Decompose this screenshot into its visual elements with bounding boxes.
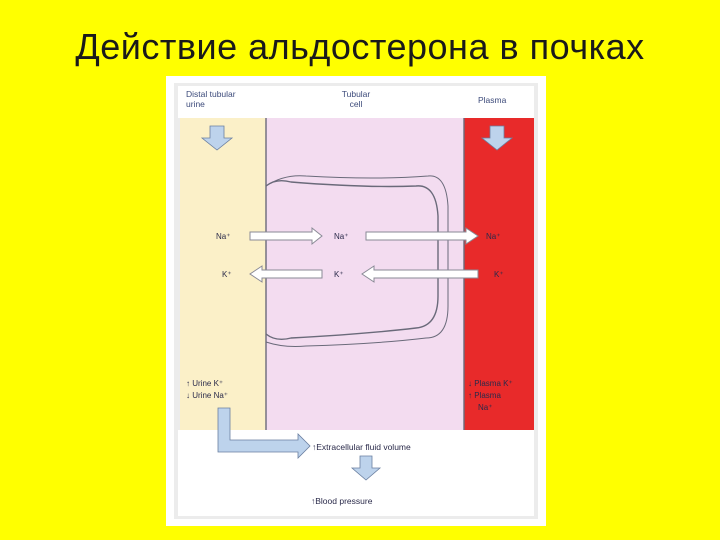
- header-urine-line2: urine: [186, 99, 205, 109]
- slide-title: Действие альдостерона в почках: [75, 26, 645, 67]
- na-arrow-urine-to-cell: [249, 226, 323, 246]
- na-label-plasma: Na⁺: [486, 232, 500, 241]
- urine-down-arrow: [200, 125, 234, 151]
- k-label-plasma: K⁺: [494, 270, 504, 279]
- k-label-cell: K⁺: [334, 270, 344, 279]
- urine-na-effect: ↓ Urine Na⁺: [186, 391, 228, 400]
- na-arrow-cell-to-plasma: [365, 227, 479, 245]
- header-cell-line2: cell: [350, 99, 363, 109]
- plasma-down-arrow: [480, 125, 514, 151]
- blood-pressure-arrow: [350, 455, 382, 481]
- blood-pressure-effect: ↑Blood pressure: [311, 496, 373, 506]
- ecf-volume-effect: ↑Extracellular fluid volume: [312, 442, 411, 452]
- k-arrow-cell-to-urine: [249, 265, 323, 283]
- urine-k-effect: ↑ Urine K⁺: [186, 379, 223, 388]
- na-label-cell: Na⁺: [334, 232, 348, 241]
- k-arrow-plasma-to-cell: [361, 265, 479, 283]
- plasma-na-effect-line1: ↑ Plasma: [468, 391, 501, 400]
- header-band: [178, 86, 534, 118]
- header-plasma: Plasma: [478, 95, 507, 105]
- header-cell-line1: Tubular: [342, 89, 371, 99]
- ecf-volume-arrow: [217, 407, 311, 459]
- aldosterone-diagram: Distal tubular urine Tubular cell Plasma…: [166, 76, 546, 526]
- plasma-k-effect: ↓ Plasma K⁺: [468, 379, 513, 388]
- header-urine-line1: Distal tubular: [186, 89, 236, 99]
- k-label-urine: K⁺: [222, 270, 232, 279]
- na-label-urine: Na⁺: [216, 232, 230, 241]
- plasma-na-effect-line2: Na⁺: [478, 403, 492, 412]
